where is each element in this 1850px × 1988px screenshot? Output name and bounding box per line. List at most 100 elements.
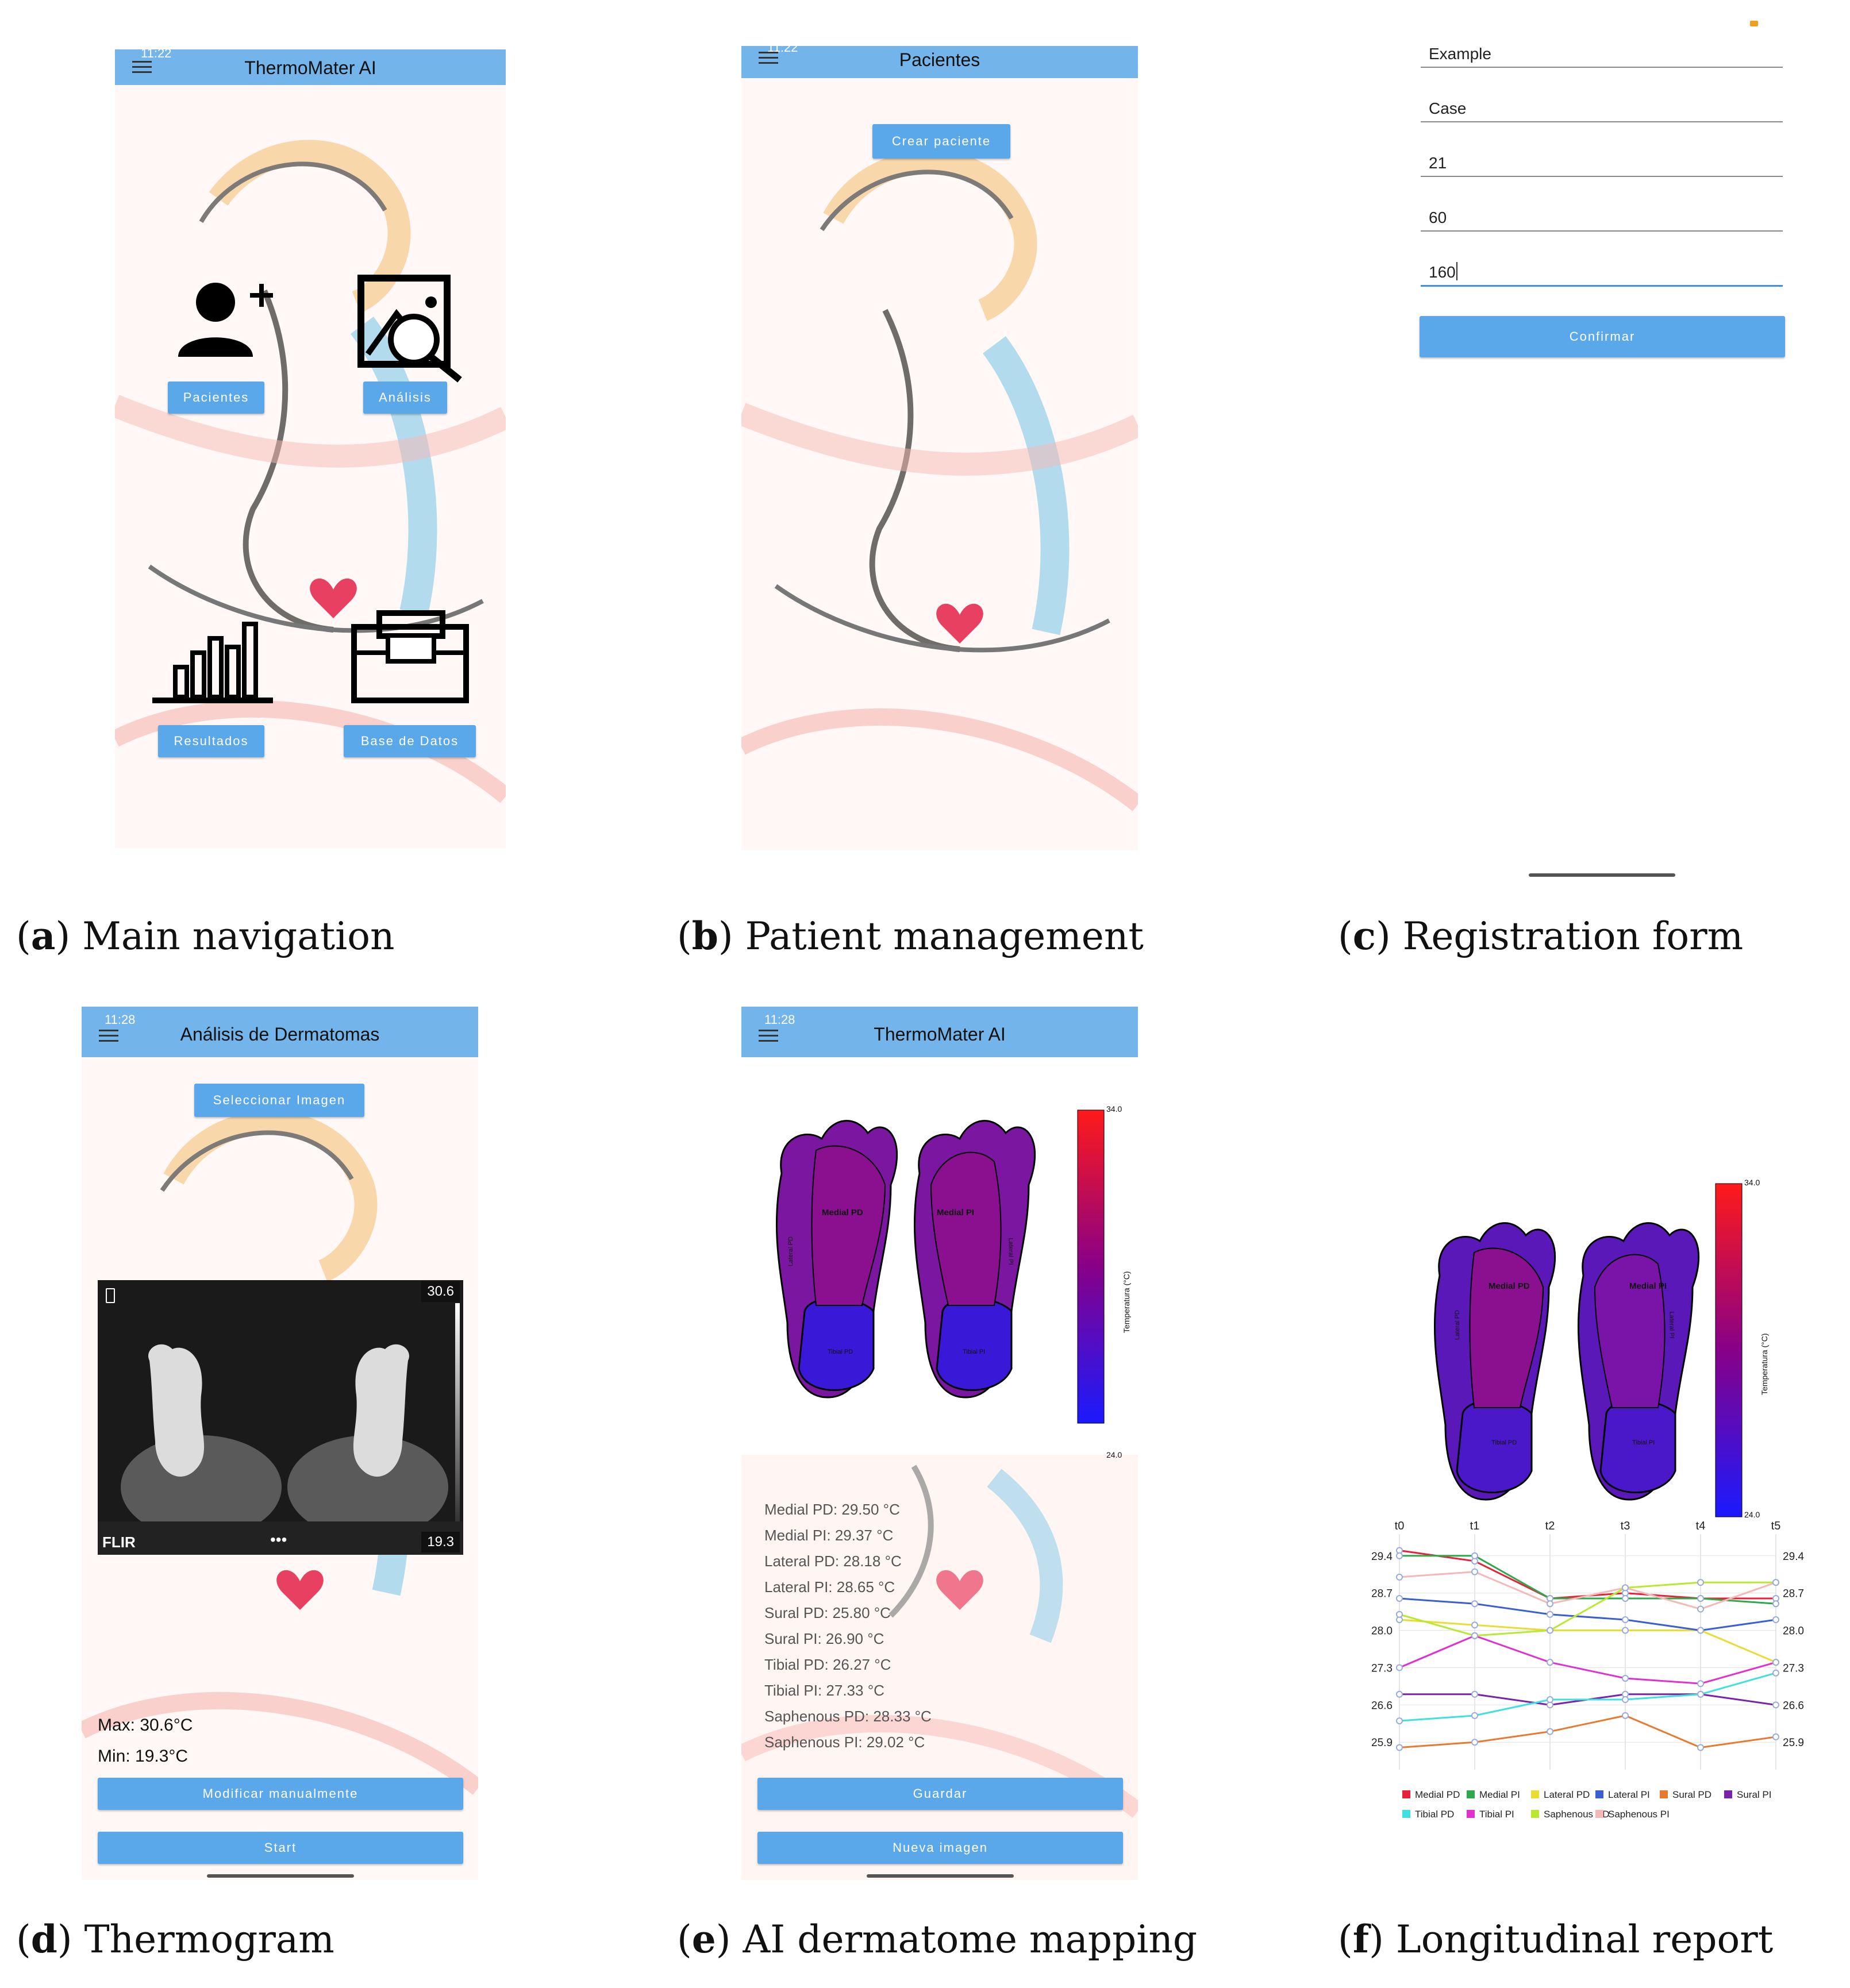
more-options-icon[interactable]: ••• [270,1531,287,1548]
data-point [1547,1627,1553,1634]
image-search-icon[interactable] [356,273,466,383]
thermo-min-tag: 19.3 [421,1532,460,1552]
battery-icon [106,1288,115,1303]
results-button[interactable]: Resultados [158,725,264,757]
menu-icon[interactable] [759,48,778,67]
weight-field[interactable]: 60 [1421,204,1783,232]
region-label-tibial-pd: Tibial PD [1491,1439,1517,1446]
region-label-tibial-pi: Tibial PI [963,1349,986,1355]
age-field[interactable]: 21 [1421,149,1783,177]
y-tick-label-right: 29.4 [1783,1551,1804,1563]
series-line [1399,1715,1776,1749]
colorbar-label: Temperatura (°C) [1760,1333,1769,1395]
home-indicator[interactable] [1529,873,1675,877]
status-time: 11:22 [767,46,798,55]
data-point [1396,1552,1403,1559]
data-point [1471,1739,1478,1746]
save-button[interactable]: Guardar [757,1778,1123,1810]
name-field[interactable]: Example [1421,40,1783,68]
data-point [1471,1712,1478,1719]
analysis-button[interactable]: Análisis [363,382,447,414]
reading-item: Saphenous PD: 28.33 °C [764,1708,932,1725]
y-tick-label-right: 26.6 [1783,1700,1804,1712]
legend-swatch [1402,1790,1410,1798]
panel-d-phone: 11:28 Análisis de Dermatomas Seleccionar… [82,1007,478,1880]
background-illustration [115,49,506,848]
min-temperature: Min: 19.3°C [98,1747,189,1766]
reading-item: Medial PD: 29.50 °C [764,1501,900,1518]
home-indicator[interactable] [207,1874,354,1878]
modify-manually-button[interactable]: Modificar manualmente [98,1778,463,1810]
data-point [1697,1594,1704,1602]
confirm-button[interactable]: Confirmar [1420,316,1785,357]
caption-b: (b) Patient management [677,914,1144,958]
series-line [1399,1581,1776,1637]
patients-button[interactable]: Pacientes [168,382,264,414]
text-cursor [1456,262,1457,280]
legend-label: Sural PD [1672,1789,1711,1800]
region-label-lateral-pd: Lateral PD [787,1236,794,1266]
data-point [1622,1627,1629,1634]
caption-c: (c) Registration form [1338,914,1744,958]
data-point [1547,1600,1553,1608]
menu-icon[interactable] [759,1026,778,1045]
caption-f: (f) Longitudinal report [1338,1917,1774,1962]
panel-b-phone: 11:22 Pacientes Crear paciente [741,46,1138,850]
database-box-icon[interactable] [351,610,471,704]
add-person-icon[interactable] [175,279,273,360]
legend-swatch [1595,1810,1603,1818]
home-indicator[interactable] [867,1874,1014,1878]
region-label-medial-pi: Medial PI [1629,1281,1667,1291]
y-tick-label-left: 27.3 [1371,1662,1393,1674]
y-tick-label-right: 27.3 [1783,1662,1804,1674]
data-point [1396,1611,1403,1618]
temperature-readings: Medial PD: 29.50 °C Medial PI: 29.37 °C … [764,1501,932,1759]
legend-swatch [1724,1790,1732,1798]
data-point [1772,1701,1779,1709]
menu-icon[interactable] [132,57,152,76]
height-field[interactable]: 160 [1421,259,1783,287]
data-point [1396,1664,1403,1671]
legend-swatch [1467,1810,1475,1818]
background-illustration [741,46,1138,850]
database-button[interactable]: Base de Datos [344,725,476,757]
bar-chart-icon[interactable] [152,618,273,704]
reading-item: Medial PI: 29.37 °C [764,1527,894,1544]
app-bar: 11:22 Pacientes [741,46,1138,78]
colorbar-label: Temperatura (°C) [1122,1271,1131,1333]
app-title: ThermoMater AI [874,1024,1006,1045]
data-point [1547,1696,1553,1704]
legend-label: Medial PI [1479,1789,1520,1800]
temperature-scale-bar [455,1303,460,1521]
menu-icon[interactable] [99,1026,118,1045]
y-tick-label-left: 25.9 [1371,1737,1393,1749]
legend-label: Saphenous PD [1544,1809,1609,1820]
series-line [1399,1597,1776,1632]
create-patient-button[interactable]: Crear paciente [872,124,1010,159]
legend-label: Tibial PD [1415,1809,1454,1820]
surname-field[interactable]: Case [1421,95,1783,122]
data-point [1772,1733,1779,1740]
status-time: 11:28 [105,1012,136,1027]
y-tick-label-right: 28.7 [1783,1588,1804,1600]
y-tick-label-left: 28.0 [1371,1625,1393,1638]
region-label-tibial-pi: Tibial PI [1632,1439,1655,1446]
select-image-button[interactable]: Seleccionar Imagen [194,1084,364,1117]
panel-f-report: Medial PD Medial PI Lateral PD Lateral P… [1345,1166,1839,1879]
series-line [1399,1635,1776,1685]
dermatome-foot-map [1433,1183,1743,1517]
data-point [1622,1584,1629,1592]
data-point [1396,1690,1403,1698]
x-tick-label: t0 [1395,1520,1405,1532]
data-point [1772,1669,1779,1677]
thermal-feet-image [98,1280,463,1555]
x-tick-label: t1 [1470,1520,1480,1532]
data-point [1396,1573,1403,1581]
new-image-button[interactable]: Nueva imagen [757,1832,1123,1864]
series-line [1399,1619,1776,1663]
legend-label: Lateral PI [1608,1789,1650,1800]
region-label-lateral-pi: Lateral PI [1668,1311,1675,1339]
region-label-lateral-pi: Lateral PI [1007,1238,1014,1265]
legend-label: Medial PD [1415,1789,1460,1800]
start-button[interactable]: Start [98,1832,463,1864]
